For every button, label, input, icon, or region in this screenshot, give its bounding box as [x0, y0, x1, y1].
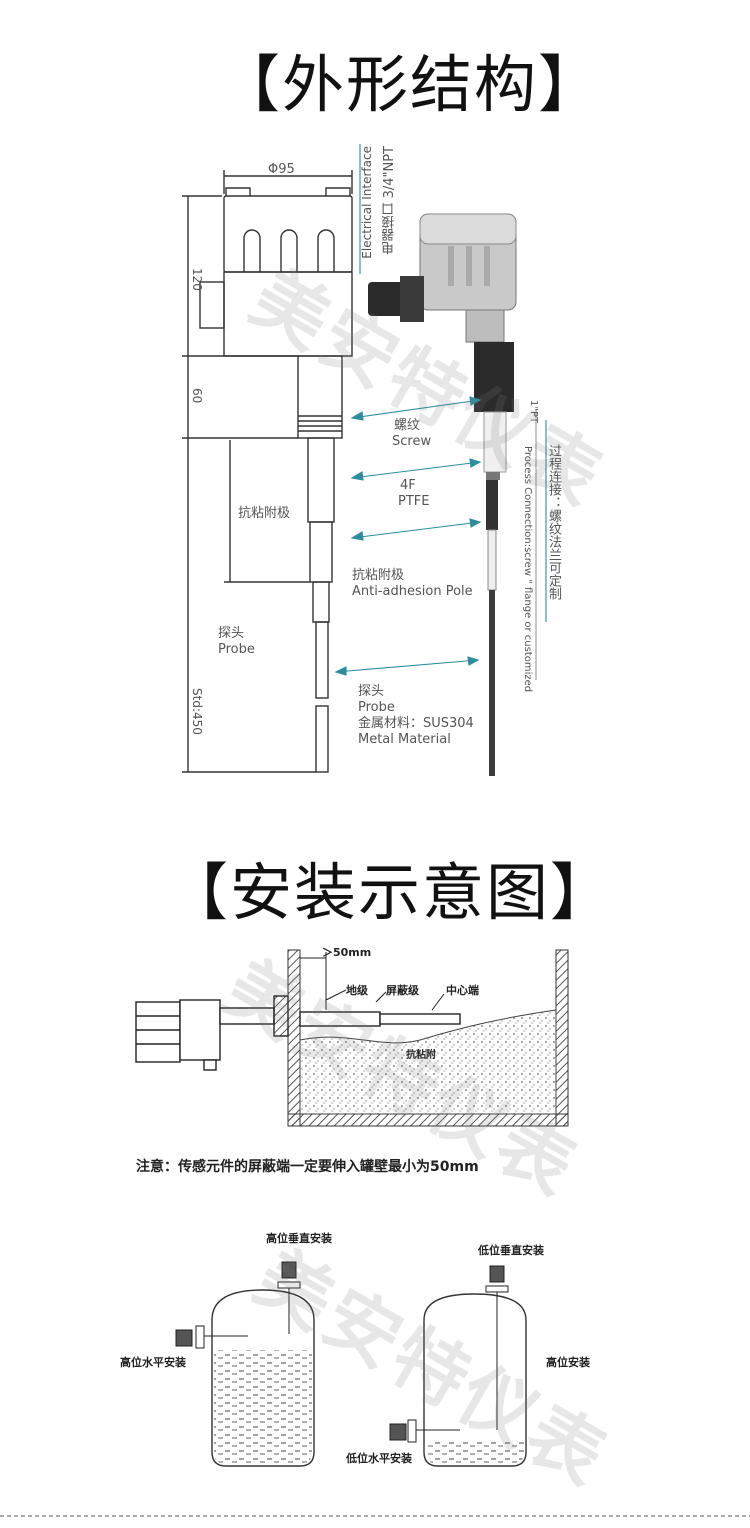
- left-probe-cn-label: 探头: [218, 626, 245, 641]
- process-cn-label: 过程连接：螺纹法兰可定制: [546, 444, 561, 600]
- section-title-structure: 【外形结构】: [218, 48, 603, 121]
- anti-en-label: Anti-adhesion Pole: [352, 584, 473, 599]
- probe-cn-label: 探头: [358, 684, 385, 699]
- section-title-installation: 【安装示意图】: [166, 856, 615, 929]
- low-horizontal-label: 低位水平安装: [346, 1452, 412, 1465]
- dim-60-label: 60: [190, 388, 204, 404]
- anti-label: 抗粘附: [406, 1050, 436, 1061]
- material-cn-label: 金属材料：SUS304: [358, 716, 474, 731]
- low-vertical-label: 低位垂直安装: [478, 1244, 544, 1257]
- screw-en-label: Screw: [392, 434, 432, 449]
- dim-120-label: 120: [190, 268, 204, 291]
- left-probe-en-label: Probe: [218, 642, 255, 657]
- dim-std-label: Std:450: [190, 688, 204, 735]
- anti-cn-label: 抗粘附极: [352, 568, 405, 583]
- ground-label: 地级: [346, 984, 368, 997]
- center-label: 中心端: [446, 984, 479, 997]
- probe-en-label: Probe: [358, 700, 395, 715]
- diameter-label: Φ95: [268, 162, 295, 177]
- shield-label: 屏蔽级: [386, 984, 419, 997]
- process-en-label: Process Connection:screw " flange or cus…: [522, 446, 533, 693]
- ptfe-b-label: PTFE: [398, 494, 430, 509]
- install-note: 注意：传感元件的屏蔽端一定要伸入罐壁最小为50mm: [136, 1159, 479, 1175]
- pt-label: 1"PT: [528, 400, 539, 424]
- high-vertical-label: 高位垂直安装: [266, 1232, 332, 1245]
- gap-dim-label: ＞50mm: [322, 946, 372, 959]
- ptfe-a-label: 4F: [400, 478, 416, 493]
- screw-cn-label: 螺纹: [394, 418, 421, 433]
- left-anti-adhesion-label: 抗粘附极: [238, 506, 291, 521]
- high-horizontal-label: 高位水平安装: [120, 1356, 186, 1369]
- high-install-label: 高位安装: [546, 1356, 590, 1369]
- material-en-label: Metal Material: [358, 732, 451, 747]
